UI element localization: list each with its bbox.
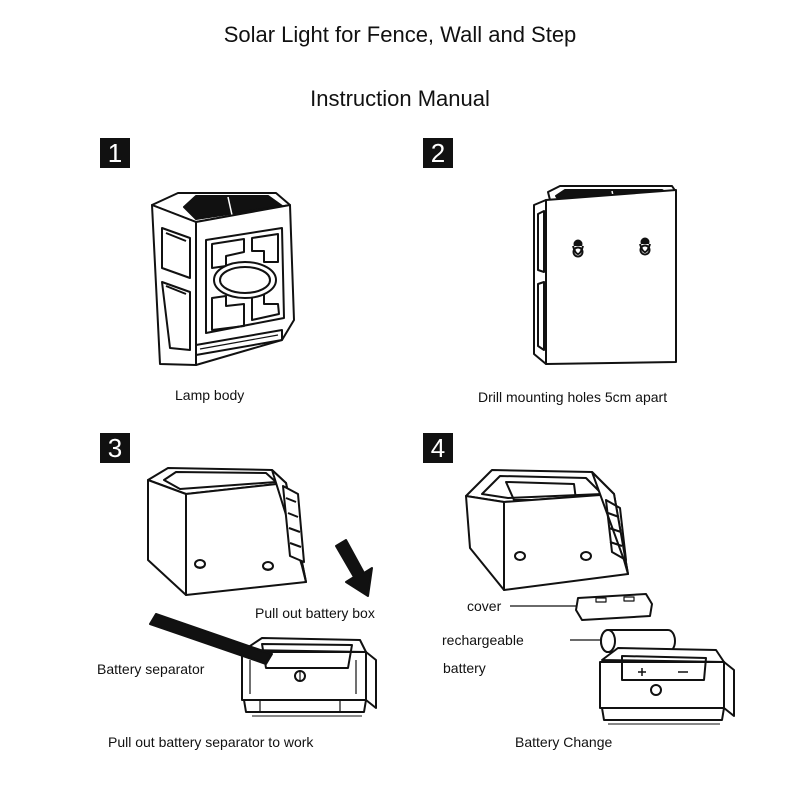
- step-3-caption: Pull out battery separator to work: [108, 734, 314, 750]
- step-1-number: 1: [100, 138, 130, 168]
- label-rechargeable: rechargeable: [442, 632, 524, 648]
- mounting-hole-left: [572, 239, 584, 258]
- manual-title: Solar Light for Fence, Wall and Step: [223, 22, 577, 47]
- mounting-hole-right: [639, 237, 651, 256]
- step-2-caption: Drill mounting holes 5cm apart: [478, 389, 668, 405]
- label-pull-out-box: Pull out battery box: [255, 605, 375, 621]
- lamp-body-illustration: [151, 192, 295, 366]
- label-battery: battery: [443, 660, 486, 676]
- label-cover: cover: [467, 598, 502, 614]
- step-4-caption: Battery Change: [515, 734, 613, 750]
- step-1-caption: Lamp body: [175, 387, 245, 403]
- mounting-back-illustration: [533, 185, 677, 365]
- manual-subtitle: Instruction Manual: [310, 86, 490, 111]
- label-battery-separator: Battery separator: [97, 661, 205, 677]
- battery-change-illustration: [465, 469, 735, 725]
- step-2-number: 2: [423, 138, 453, 168]
- battery-separator-illustration: [147, 467, 377, 717]
- step-3-number: 3: [100, 433, 130, 463]
- step-4-number: 4: [423, 433, 453, 463]
